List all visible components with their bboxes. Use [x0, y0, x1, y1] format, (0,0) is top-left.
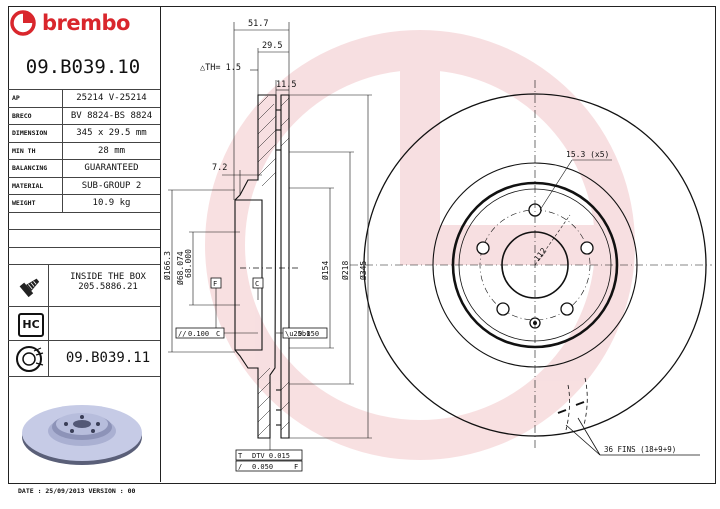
brand-logo: brembo: [10, 8, 130, 38]
spec-value: 28 mm: [62, 141, 160, 160]
inside-box-title: INSIDE THE BOX: [70, 272, 146, 282]
spec-blank-row: [8, 229, 160, 247]
disc-image: [22, 405, 142, 465]
product-image-row: [8, 376, 160, 483]
spec-value: 345 x 29.5 mm: [62, 124, 160, 142]
spec-key: MIN TH: [8, 141, 63, 160]
spec-key: BRECO: [8, 106, 63, 125]
part-number: 09.B039.10: [25, 56, 141, 78]
inside-box-row: INSIDE THE BOX 205.5886.21: [8, 264, 160, 307]
spec-value: 25214 V-25214: [62, 89, 160, 107]
spec-key: MATERIAL: [8, 176, 63, 195]
spec-key: WEIGHT: [8, 194, 63, 212]
brembo-logo-icon: [10, 10, 36, 36]
alt-part-row: 09.B039.11: [8, 340, 160, 377]
hc-label: HC: [22, 318, 40, 331]
spec-panel: [8, 6, 161, 482]
spec-value: BV 8824-BS 8824: [62, 106, 160, 125]
spec-value: 10.9 kg: [62, 194, 160, 212]
spec-blank-row: [8, 211, 160, 230]
spec-blank-row: [8, 246, 160, 264]
spec-value: SUB-GROUP 2: [62, 176, 160, 195]
hc-badge: HC: [18, 313, 44, 337]
disc-coated-icon: [16, 346, 44, 372]
spec-key: AP: [8, 89, 63, 107]
alt-part-number: 09.B039.11: [65, 350, 151, 366]
screw-icon: [19, 278, 40, 298]
hc-row: HC: [8, 306, 160, 341]
inside-box-part: 205.5886.21: [78, 282, 138, 292]
spec-value: GUARANTEED: [62, 159, 160, 177]
spec-key: DIMENSION: [8, 124, 63, 142]
brand-name: brembo: [42, 11, 130, 35]
spec-key: BALANCING: [8, 159, 63, 177]
footer-date: DATE : 25/09/2013 VERSION : 00: [18, 487, 136, 495]
